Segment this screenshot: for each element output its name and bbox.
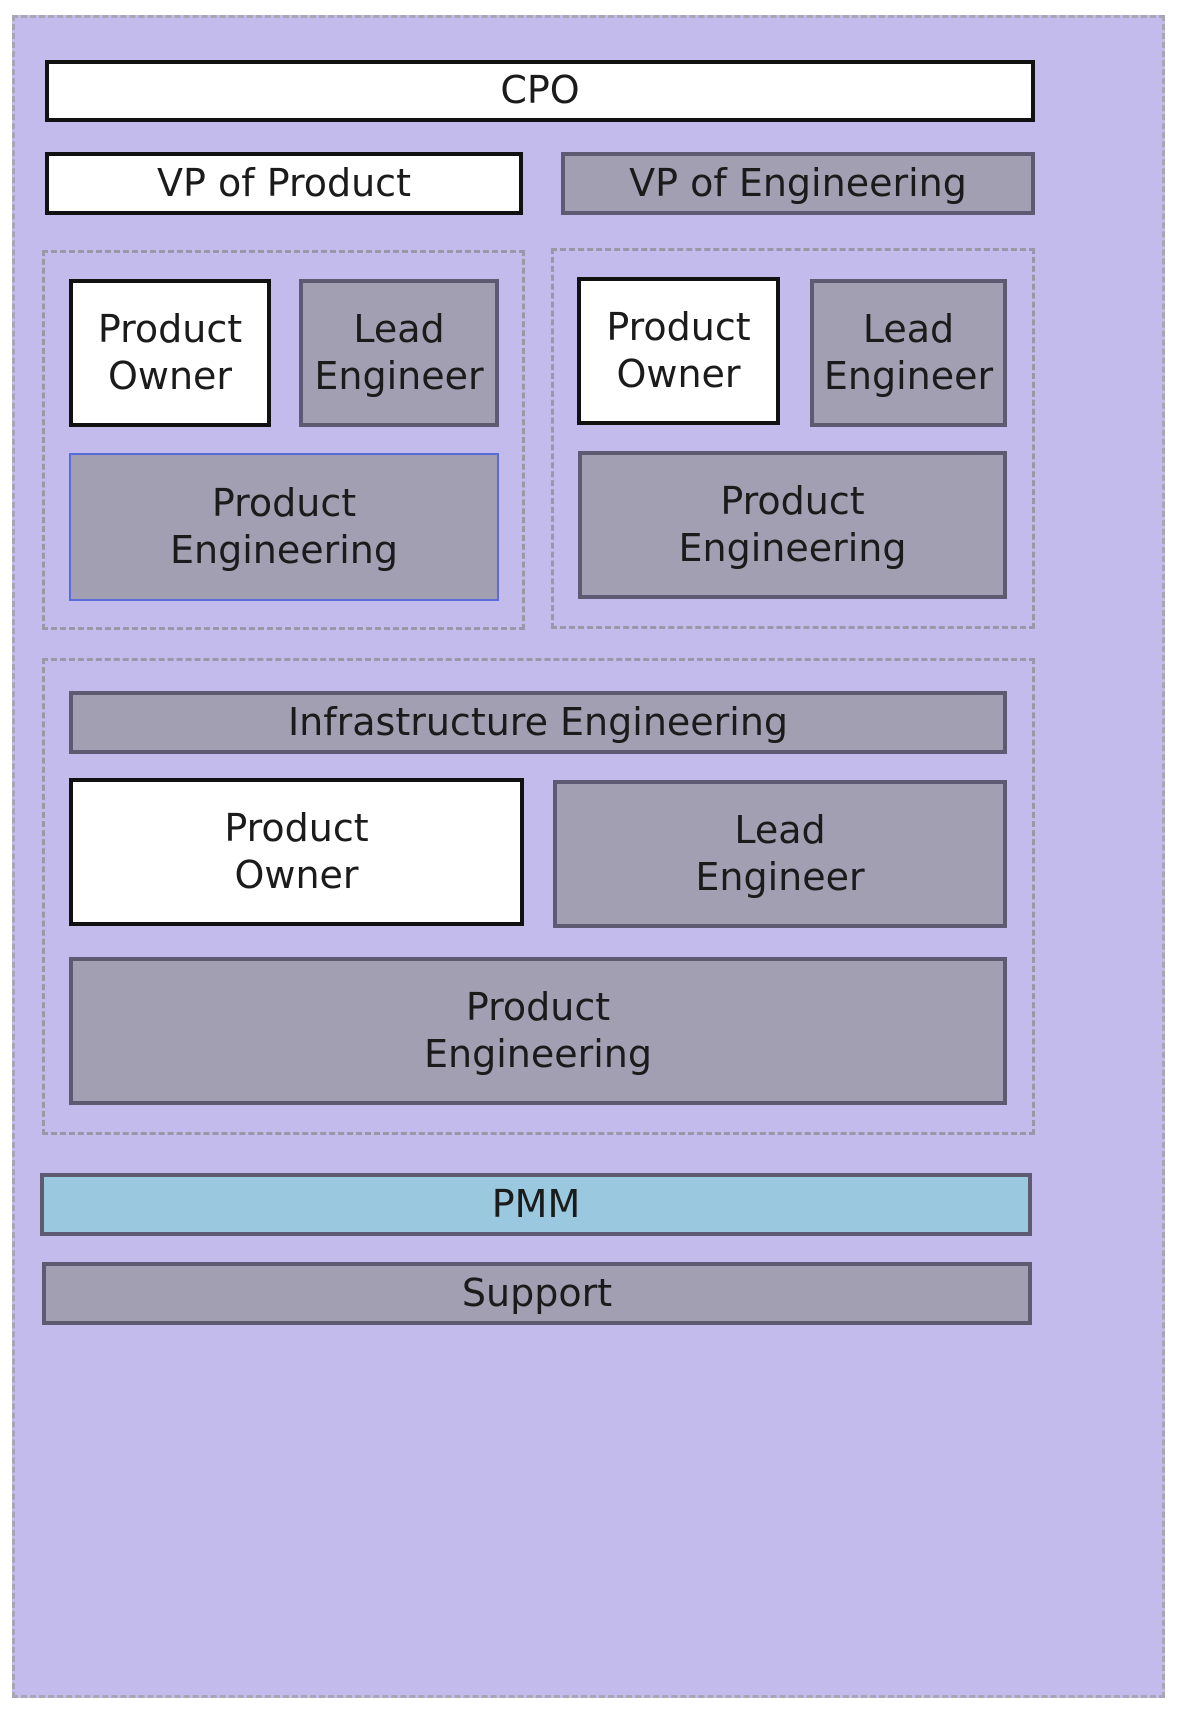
team-right-lead-engineer-label: Lead Engineer	[823, 306, 994, 399]
cpo-label: CPO	[500, 68, 580, 113]
team-left-lead-engineer-box[interactable]: Lead Engineer	[299, 279, 499, 427]
team-group-right	[551, 248, 1035, 629]
team-left-product-engineering-box[interactable]: Product Engineering	[69, 453, 499, 601]
vp-product-box[interactable]: VP of Product	[45, 152, 523, 215]
org-chart-canvas: CPO VP of Product VP of Engineering Prod…	[12, 15, 1165, 1698]
infra-lead-engineer-box[interactable]: Lead Engineer	[553, 780, 1007, 928]
infrastructure-engineering-label: Infrastructure Engineering	[287, 699, 789, 744]
team-left-product-engineering-label: Product Engineering	[170, 480, 398, 573]
team-left-product-owner-box[interactable]: Product Owner	[69, 279, 271, 427]
team-right-product-owner-box[interactable]: Product Owner	[577, 277, 780, 425]
team-left-lead-engineer-label: Lead Engineer	[314, 306, 484, 399]
team-left-product-owner-label: Product Owner	[97, 306, 243, 399]
infra-product-owner-label: Product Owner	[224, 805, 369, 898]
team-group-left	[42, 250, 525, 630]
infra-lead-engineer-label: Lead Engineer	[695, 807, 865, 900]
infrastructure-engineering-box[interactable]: Infrastructure Engineering	[69, 691, 1007, 754]
infra-product-engineering-box[interactable]: Product Engineering	[69, 957, 1007, 1105]
team-right-lead-engineer-box[interactable]: Lead Engineer	[810, 279, 1007, 427]
pmm-box[interactable]: PMM	[40, 1173, 1032, 1236]
infra-product-engineering-label: Product Engineering	[424, 984, 652, 1077]
infrastructure-group	[42, 658, 1035, 1135]
team-right-product-owner-label: Product Owner	[606, 304, 751, 397]
cpo-box[interactable]: CPO	[45, 60, 1035, 122]
vp-engineering-label: VP of Engineering	[629, 160, 967, 205]
pmm-label: PMM	[491, 1181, 581, 1226]
support-label: Support	[461, 1270, 613, 1315]
vp-product-label: VP of Product	[157, 160, 411, 205]
vp-engineering-box[interactable]: VP of Engineering	[561, 152, 1035, 215]
team-right-product-engineering-box[interactable]: Product Engineering	[578, 451, 1007, 599]
team-right-product-engineering-label: Product Engineering	[678, 478, 907, 571]
infra-product-owner-box[interactable]: Product Owner	[69, 778, 524, 926]
support-box[interactable]: Support	[42, 1262, 1032, 1325]
